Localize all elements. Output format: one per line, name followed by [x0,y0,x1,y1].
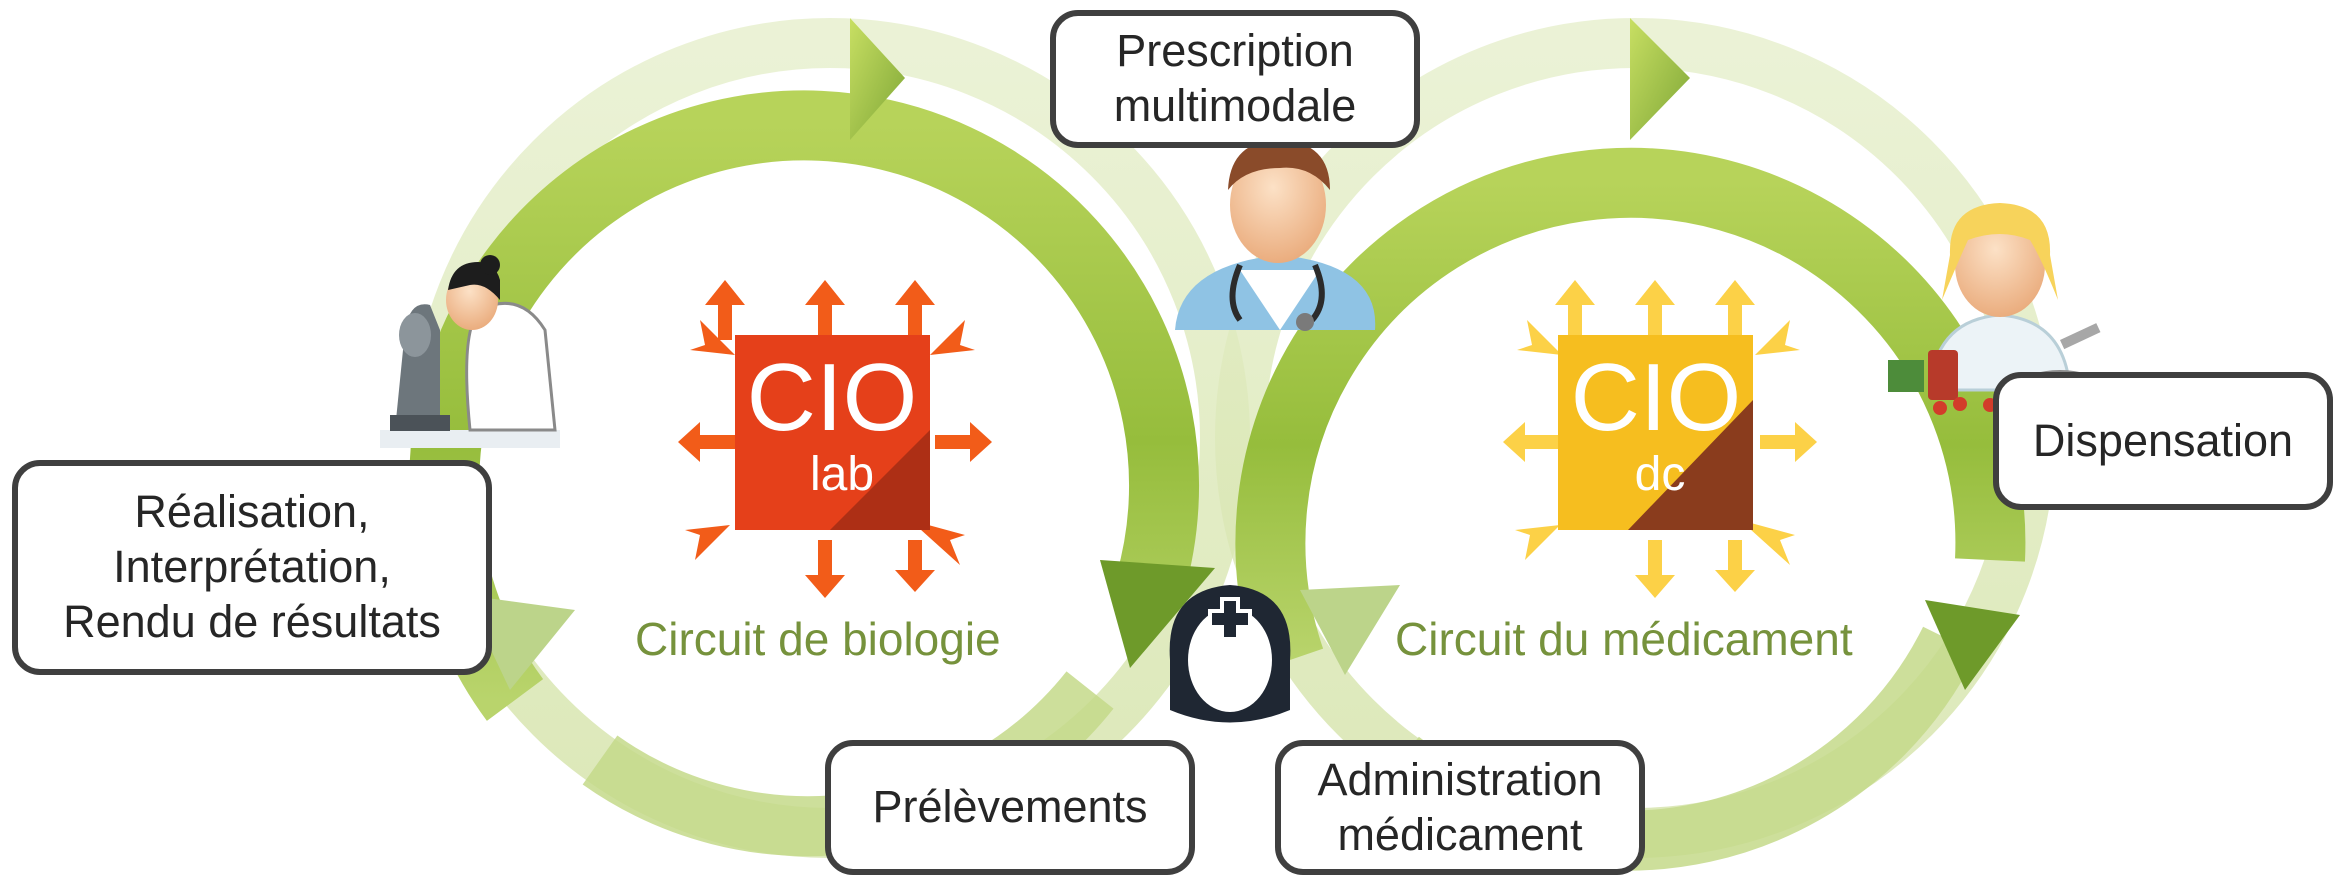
prelevements-label: Prélèvements [872,781,1148,833]
realisation-box: Réalisation, Interprétation, Rendu de ré… [12,460,492,675]
administration-line-2: médicament [1337,808,1583,860]
cio-dc-small: dc [1635,448,1686,501]
realisation-line-3: Rendu de résultats [63,595,441,647]
administration-line-1: Administration [1317,753,1603,805]
nurse-icon [1169,585,1291,723]
doctor-icon [1175,140,1376,331]
drug-circuit-label: Circuit du médicament [1395,613,1853,665]
prescription-box: Prescription multimodale [1050,10,1420,148]
prescription-line-2: multimodale [1113,80,1357,131]
biology-circuit-label: Circuit de biologie [635,613,1001,665]
prescription-line-1: Prescription [1116,25,1354,77]
prelevements-box: Prélèvements [825,740,1195,875]
realisation-line-2: Interprétation, [113,541,391,593]
cio-lab-small: lab [810,448,874,501]
cio-lab-big: CIO [747,344,918,451]
lab-technician-microscope-icon [380,255,560,448]
cio-dc-logo: CIO dc [1503,280,1817,598]
pharmacist-icon [1888,203,2101,415]
administration-box: Administration médicament [1275,740,1645,875]
dispensation-label: Dispensation [2032,414,2294,466]
realisation-line-1: Réalisation, [134,486,370,538]
cio-dc-big: CIO [1571,344,1742,451]
cio-lab-logo: CIO lab [678,280,992,598]
dispensation-box: Dispensation [1993,372,2333,510]
